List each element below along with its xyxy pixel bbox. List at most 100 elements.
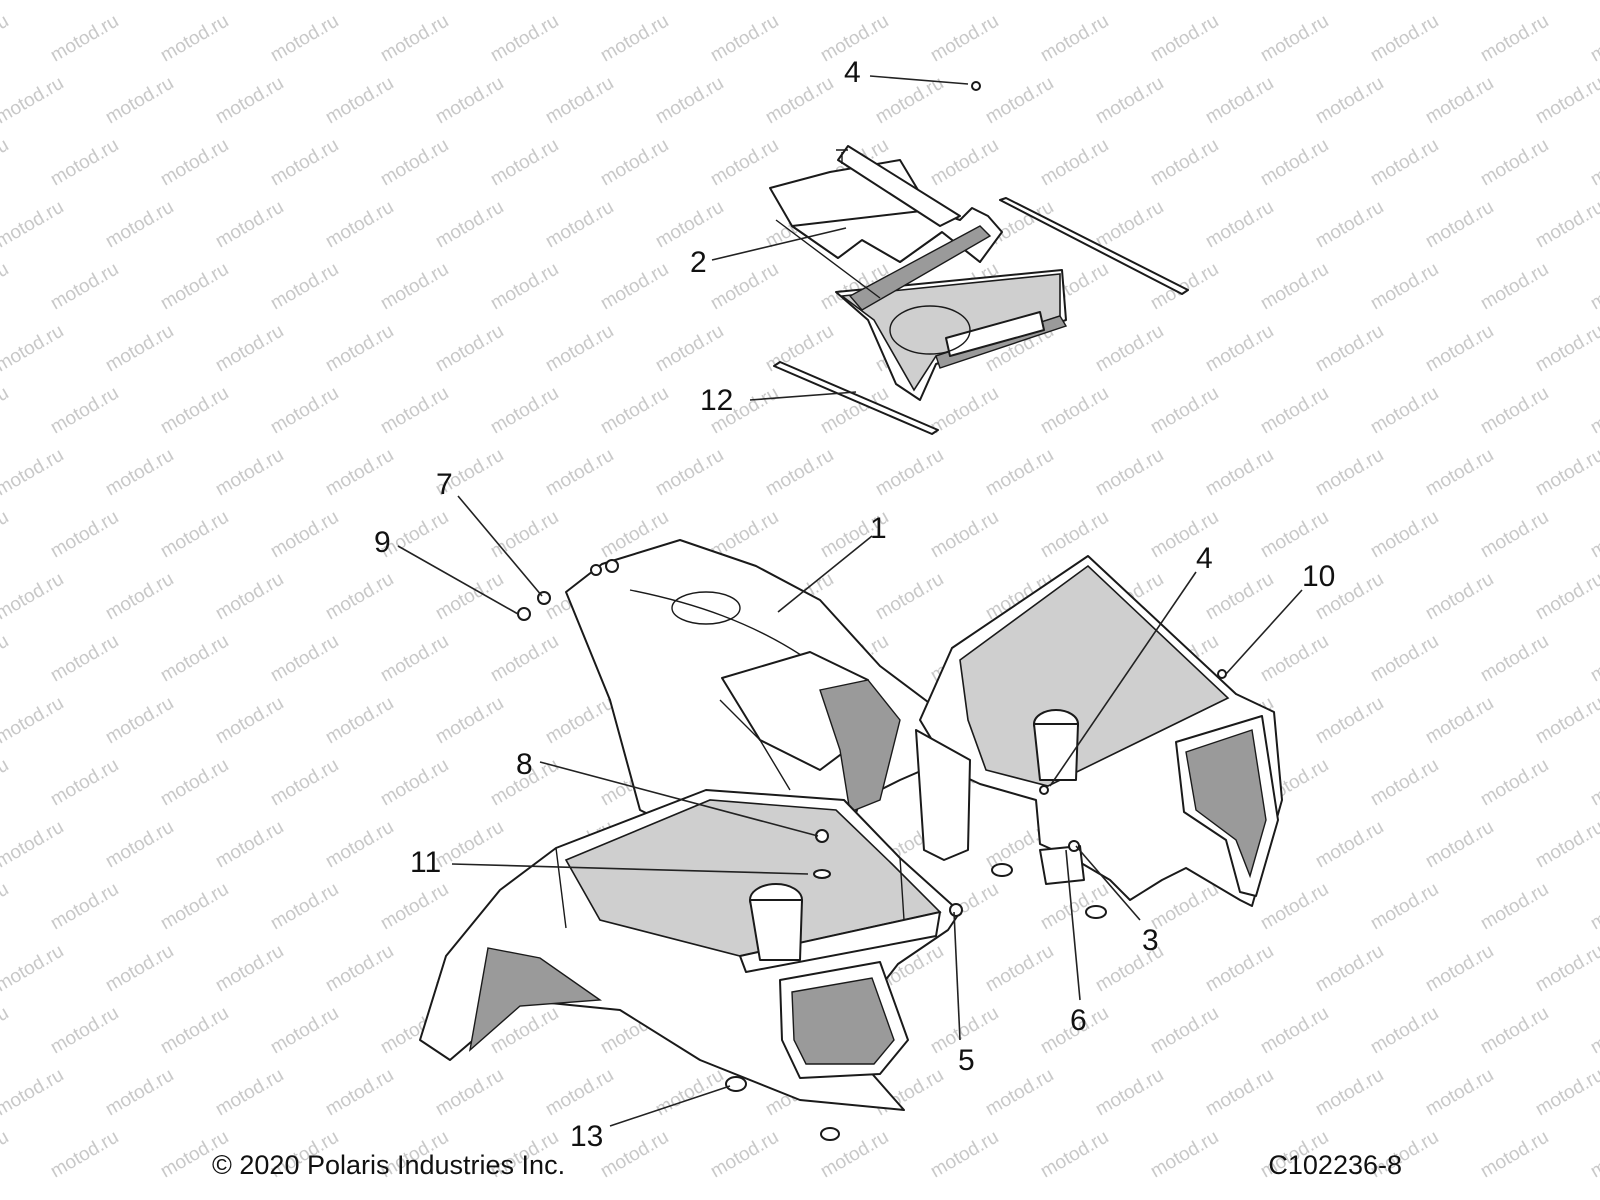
callout-9: 9	[374, 526, 391, 559]
watermark-text: motod.ru	[1312, 197, 1387, 253]
watermark-text: motod.ru	[322, 569, 397, 625]
watermark-text: motod.ru	[432, 197, 507, 253]
watermark-text: motod.ru	[377, 135, 452, 191]
watermark-text: motod.ru	[652, 0, 727, 4]
watermark-text: motod.ru	[0, 631, 12, 687]
watermark-text: motod.ru	[0, 1065, 67, 1121]
watermark-text: motod.ru	[927, 1127, 1002, 1183]
watermark-text: motod.ru	[1257, 631, 1332, 687]
watermark-text: motod.ru	[542, 321, 617, 377]
watermark-text: motod.ru	[432, 569, 507, 625]
part-1-body	[419, 539, 1283, 1111]
watermark-text: motod.ru	[1037, 383, 1112, 439]
watermark-text: motod.ru	[1587, 631, 1600, 687]
watermark-text: motod.ru	[1037, 507, 1112, 563]
watermark-text: motod.ru	[157, 755, 232, 811]
watermark-text: motod.ru	[487, 383, 562, 439]
watermark-text: motod.ru	[322, 73, 397, 129]
watermark-text: motod.ru	[762, 445, 837, 501]
watermark-text: motod.ru	[1202, 0, 1277, 4]
watermark-text: motod.ru	[872, 569, 947, 625]
watermark-text: motod.ru	[1257, 507, 1332, 563]
watermark-text: motod.ru	[1532, 197, 1600, 253]
watermark-text: motod.ru	[1587, 1127, 1600, 1183]
watermark-text: motod.ru	[102, 569, 177, 625]
leader-lines	[397, 75, 1303, 1127]
watermark-text: motod.ru	[322, 0, 397, 4]
watermark-text: motod.ru	[377, 879, 452, 935]
watermark-text: motod.ru	[542, 0, 617, 4]
watermark-text: motod.ru	[1422, 445, 1497, 501]
watermark-text: motod.ru	[1257, 11, 1332, 67]
watermark-text: motod.ru	[0, 73, 67, 129]
watermark-text: motod.ru	[377, 631, 452, 687]
watermark-text: motod.ru	[1147, 383, 1222, 439]
watermark-text: motod.ru	[1587, 383, 1600, 439]
watermark-text: motod.ru	[1257, 259, 1332, 315]
watermark-text: motod.ru	[212, 941, 287, 997]
watermark-text: motod.ru	[267, 755, 342, 811]
watermark-text: motod.ru	[1532, 693, 1600, 749]
watermark-text: motod.ru	[267, 383, 342, 439]
watermark-text: motod.ru	[212, 73, 287, 129]
watermark-text: motod.ru	[157, 631, 232, 687]
watermark-text: motod.ru	[267, 11, 342, 67]
callout-2: 2	[690, 246, 707, 279]
watermark-text: motod.ru	[377, 11, 452, 67]
watermark-text: motod.ru	[542, 1065, 617, 1121]
watermark-text: motod.ru	[102, 941, 177, 997]
watermark-text: motod.ru	[872, 0, 947, 4]
watermark-text: motod.ru	[1257, 135, 1332, 191]
part-12-rods	[773, 197, 1189, 435]
watermark-text: motod.ru	[102, 0, 177, 4]
watermark-text: motod.ru	[1477, 1127, 1552, 1183]
watermark-text: motod.ru	[267, 507, 342, 563]
watermark-text: motod.ru	[322, 197, 397, 253]
callout-12: 12	[700, 384, 733, 417]
watermark-text: motod.ru	[157, 11, 232, 67]
watermark-text: motod.ru	[1037, 1127, 1112, 1183]
watermark-text: motod.ru	[1367, 1003, 1442, 1059]
watermark-text: motod.ru	[157, 135, 232, 191]
watermark-text: motod.ru	[212, 1065, 287, 1121]
watermark-text: motod.ru	[0, 941, 67, 997]
watermark-text: motod.ru	[0, 1003, 12, 1059]
watermark-text: motod.ru	[1367, 879, 1442, 935]
watermark-text: motod.ru	[1532, 0, 1600, 4]
watermark-text: motod.ru	[1202, 197, 1277, 253]
watermark-text: motod.ru	[1312, 445, 1387, 501]
watermark-text: motod.ru	[1367, 259, 1442, 315]
watermark-text: motod.ru	[1532, 941, 1600, 997]
watermark-text: motod.ru	[1532, 73, 1600, 129]
watermark-text: motod.ru	[1422, 1065, 1497, 1121]
watermark-text: motod.ru	[212, 445, 287, 501]
callout-5: 5	[958, 1044, 975, 1077]
watermark-text: motod.ru	[157, 1003, 232, 1059]
watermark-text: motod.ru	[1092, 1065, 1167, 1121]
watermark-text: motod.ru	[487, 631, 562, 687]
watermark-text: motod.ru	[1477, 507, 1552, 563]
watermark-text: motod.ru	[322, 321, 397, 377]
watermark-text: motod.ru	[1532, 445, 1600, 501]
watermark-text: motod.ru	[1092, 197, 1167, 253]
watermark-text: motod.ru	[212, 321, 287, 377]
watermark-text: motod.ru	[1477, 383, 1552, 439]
watermark-text: motod.ru	[1422, 817, 1497, 873]
watermark-text: motod.ru	[0, 11, 12, 67]
watermark-text: motod.ru	[0, 0, 67, 4]
watermark-text: motod.ru	[102, 197, 177, 253]
watermark-text: motod.ru	[1477, 631, 1552, 687]
watermark-text: motod.ru	[597, 383, 672, 439]
watermark-text: motod.ru	[1202, 569, 1277, 625]
watermark-text: motod.ru	[47, 135, 122, 191]
watermark-text: motod.ru	[1312, 73, 1387, 129]
watermark-text: motod.ru	[322, 817, 397, 873]
watermark-text: motod.ru	[707, 135, 782, 191]
watermark-text: motod.ru	[102, 73, 177, 129]
watermark-text: motod.ru	[487, 11, 562, 67]
watermark-text: motod.ru	[47, 1003, 122, 1059]
watermark-text: motod.ru	[927, 11, 1002, 67]
watermark-text: motod.ru	[1587, 507, 1600, 563]
watermark-text: motod.ru	[212, 197, 287, 253]
